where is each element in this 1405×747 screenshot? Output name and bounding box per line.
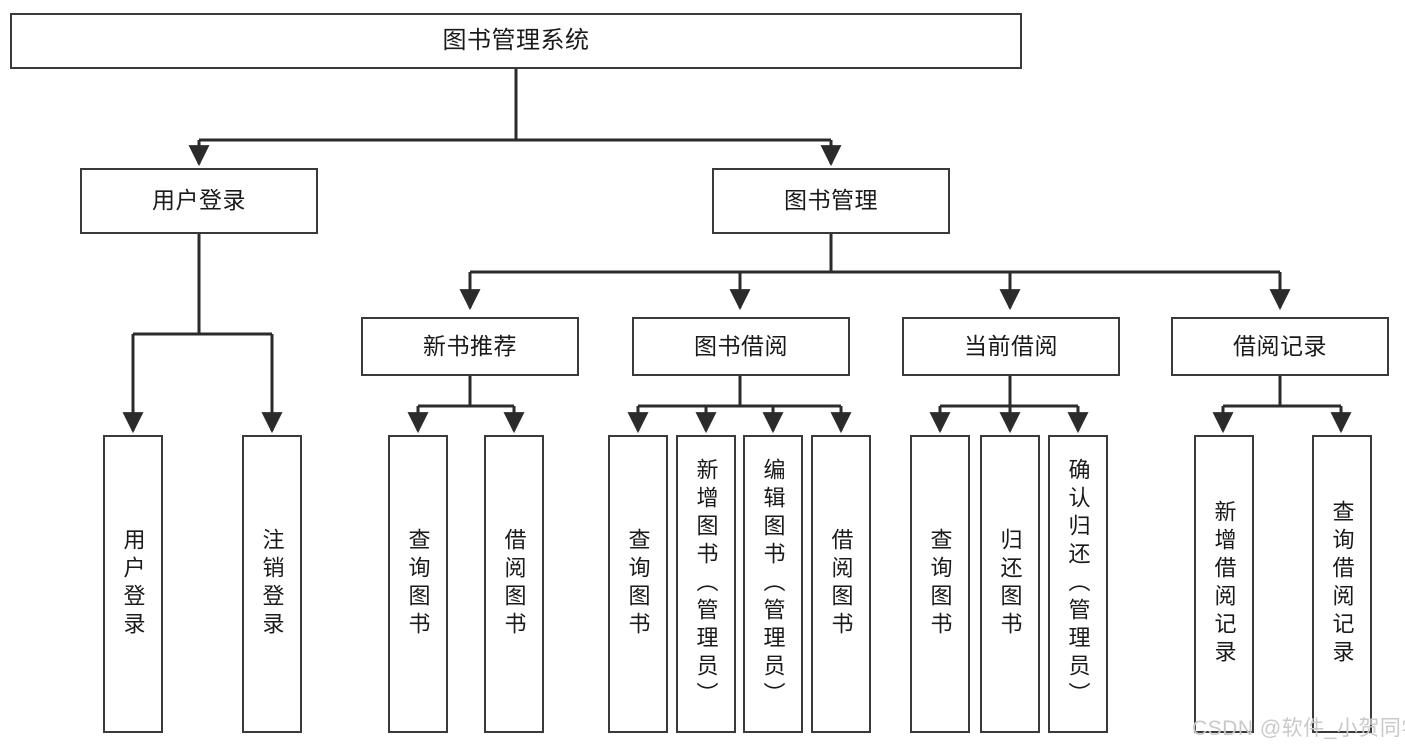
leaf-add-record[interactable]: 新增借阅记录	[1194, 435, 1254, 733]
node-label: 编辑图书（管理员）	[760, 458, 786, 710]
node-label: 查询图书	[625, 528, 651, 640]
node-label: 查询借阅记录	[1329, 500, 1355, 668]
node-label: 借阅记录	[1233, 332, 1327, 359]
node-label: 用户登录	[152, 187, 246, 214]
leaf-add-book[interactable]: 新增图书（管理员）	[676, 435, 736, 733]
leaf-query-book-2[interactable]: 查询图书	[608, 435, 668, 733]
leaf-borrow-book-2[interactable]: 借阅图书	[811, 435, 871, 733]
node-root-system[interactable]: 图书管理系统	[10, 13, 1022, 69]
node-label: 借阅图书	[501, 528, 527, 640]
node-label: 确认归还（管理员）	[1065, 458, 1091, 710]
node-label: 图书管理系统	[442, 26, 590, 54]
node-label: 新增图书（管理员）	[693, 458, 719, 710]
node-label: 归还图书	[997, 528, 1023, 640]
leaf-logout[interactable]: 注销登录	[242, 435, 302, 733]
node-borrow-record[interactable]: 借阅记录	[1171, 317, 1389, 376]
node-user-login[interactable]: 用户登录	[80, 168, 318, 234]
node-book-borrow[interactable]: 图书借阅	[632, 317, 850, 376]
node-label: 注销登录	[259, 528, 285, 640]
node-label: 查询图书	[405, 528, 431, 640]
node-label: 查询图书	[927, 528, 953, 640]
leaf-edit-book[interactable]: 编辑图书（管理员）	[743, 435, 803, 733]
leaf-query-book-1[interactable]: 查询图书	[388, 435, 448, 733]
node-label: 图书管理	[784, 187, 878, 214]
node-label: 当前借阅	[964, 332, 1058, 359]
leaf-borrow-book-1[interactable]: 借阅图书	[484, 435, 544, 733]
node-label: 借阅图书	[828, 528, 854, 640]
leaf-query-record[interactable]: 查询借阅记录	[1312, 435, 1372, 733]
node-book-manage[interactable]: 图书管理	[712, 168, 950, 234]
node-label: 新书推荐	[423, 332, 517, 359]
leaf-return-book[interactable]: 归还图书	[980, 435, 1040, 733]
node-label: 新增借阅记录	[1211, 500, 1237, 668]
node-label: 用户登录	[120, 528, 146, 640]
leaf-user-login[interactable]: 用户登录	[103, 435, 163, 733]
leaf-confirm-return[interactable]: 确认归还（管理员）	[1048, 435, 1108, 733]
leaf-query-book-3[interactable]: 查询图书	[910, 435, 970, 733]
node-current-borrow[interactable]: 当前借阅	[902, 317, 1120, 376]
watermark: CSDN @软件_小贺同学	[1192, 717, 1405, 740]
node-new-book-recommend[interactable]: 新书推荐	[361, 317, 579, 376]
node-label: 图书借阅	[694, 332, 788, 359]
